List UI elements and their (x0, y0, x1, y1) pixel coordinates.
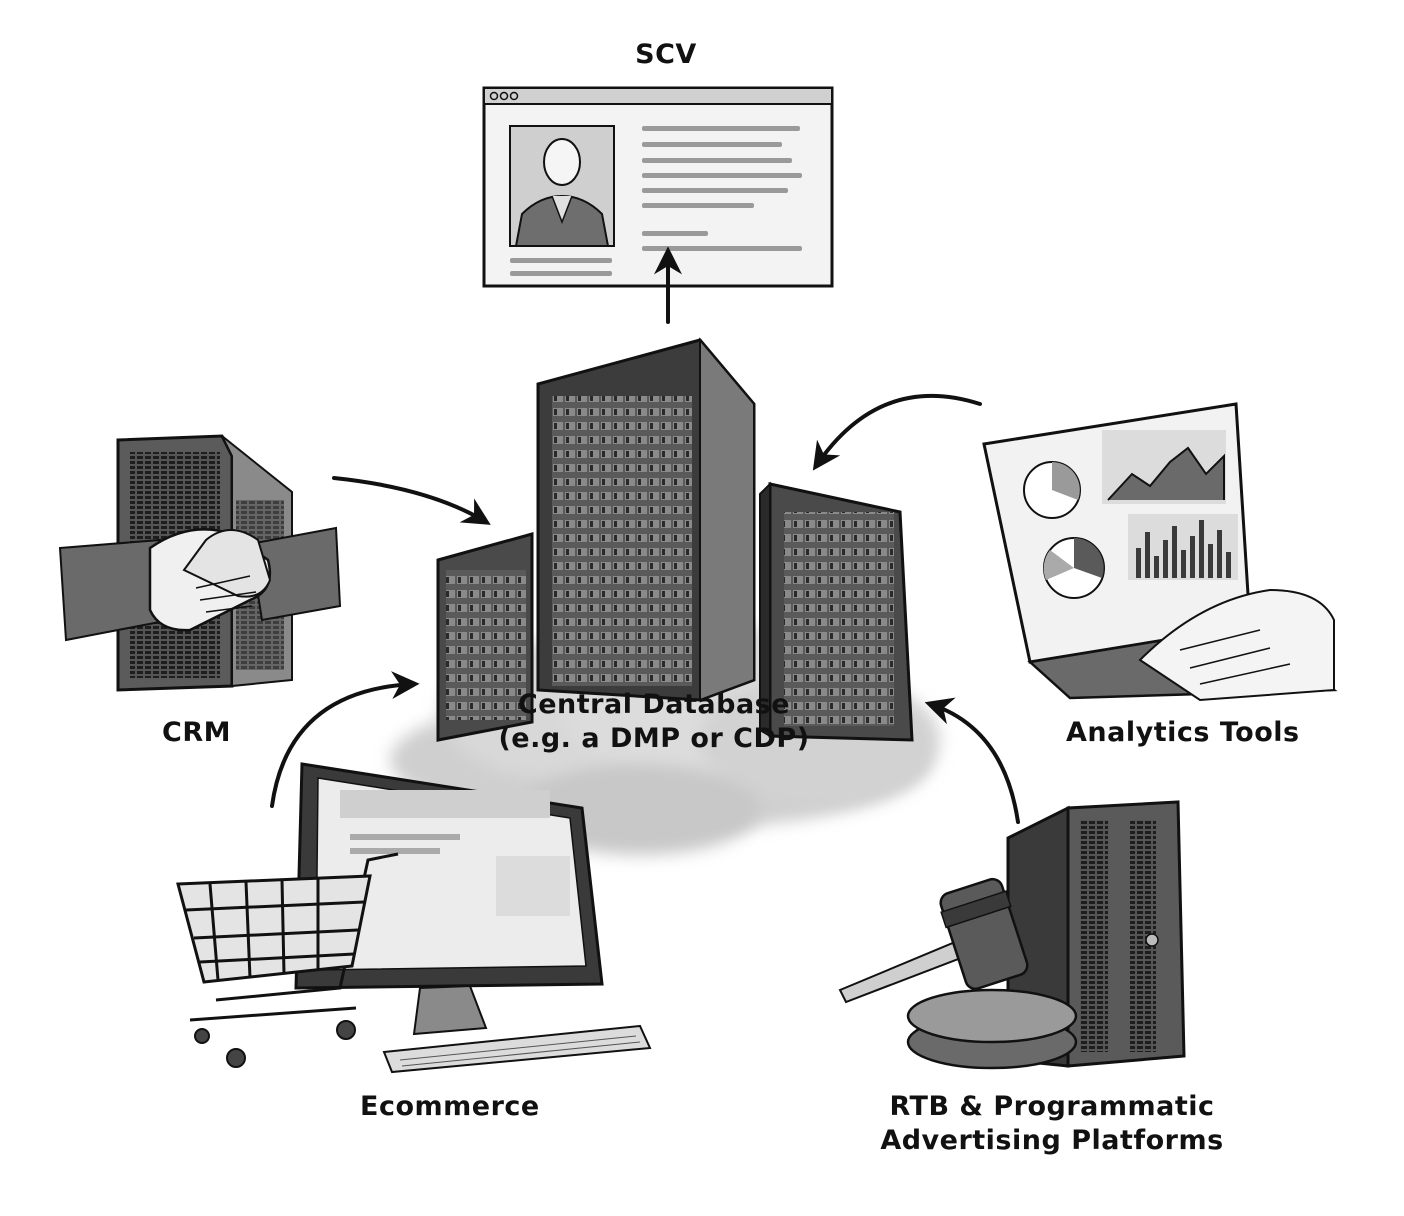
scv-browser-icon (482, 86, 834, 288)
arrow-icon (332, 476, 491, 525)
analytics-laptop-icon (982, 402, 1338, 702)
crm-label: CRM (162, 717, 231, 748)
ecommerce-monitor-cart-icon (176, 762, 652, 1074)
arrow-icon (270, 671, 420, 808)
rtb-gavel-server-icon (838, 800, 1186, 1070)
scv-label: SCV (635, 39, 697, 70)
rtb-label-line2: Advertising Platforms (880, 1125, 1224, 1156)
arrow-icon (924, 697, 1020, 824)
analytics-tools-label: Analytics Tools (1066, 717, 1300, 748)
rtb-label: RTB & Programmatic Advertising Platforms (872, 1090, 1232, 1158)
crm-handshake-server-icon (58, 434, 342, 692)
rtb-label-line1: RTB & Programmatic (889, 1091, 1215, 1122)
central-server-racks-icon (436, 337, 914, 742)
ecommerce-label: Ecommerce (360, 1091, 540, 1122)
central-database-line2: (e.g. a DMP or CDP) (498, 723, 810, 754)
central-database-label: Central Database (e.g. a DMP or CDP) (484, 688, 824, 756)
arrow-icon (812, 393, 982, 471)
flow-arrows (270, 246, 1020, 824)
central-database-line1: Central Database (517, 689, 791, 720)
